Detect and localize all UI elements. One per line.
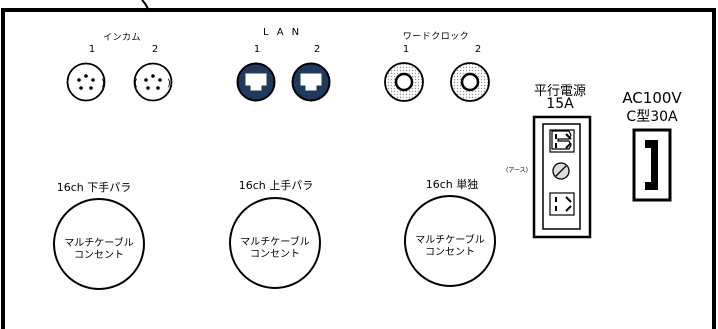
multi-outlet-2-line2: コンセント: [250, 249, 300, 260]
wordclock-port-2-label: 2: [474, 44, 482, 55]
intercom-connector-1: ( ): [66, 62, 106, 102]
multi-outlet-3-label: 16ch 単独: [425, 178, 479, 191]
ac-power-type: C型30A: [626, 109, 678, 125]
lan-connector-2: [291, 62, 331, 102]
svg-text:(: (: [66, 78, 70, 89]
multi-outlet-circle-3: [404, 195, 496, 287]
svg-text:(: (: [134, 78, 138, 89]
intercom-port-1-label: 1: [88, 44, 96, 55]
lan-connector-1: [236, 62, 276, 102]
balanced-power-rating: 15A: [546, 96, 574, 112]
multi-outlet-1-line1: マルチケーブル: [64, 238, 134, 249]
wordclock-connector-1: [384, 62, 424, 102]
multi-outlet-2-label: 16ch 上手パラ: [238, 179, 314, 192]
multi-outlet-circle-1: [53, 198, 145, 290]
panel-frame: [1, 8, 716, 329]
ac100v-outlet: [632, 128, 672, 202]
intercom-port-2-label: 2: [151, 44, 159, 55]
lan-port-2-label: 2: [313, 44, 321, 55]
multi-outlet-2-line1: マルチケーブル: [240, 237, 310, 248]
multi-outlet-1-line2: コンセント: [74, 250, 124, 261]
lan-port-1-label: 1: [253, 44, 261, 55]
multi-outlet-3-line1: マルチケーブル: [415, 235, 485, 246]
lan-title: LAN: [262, 27, 308, 38]
earth-label: (アース): [505, 167, 529, 174]
intercom-title: インカム: [102, 33, 142, 43]
balanced-power-title: 平行電源: [533, 84, 587, 99]
balanced-power-outlet: [532, 115, 592, 239]
cable-line: [141, 0, 150, 13]
intercom-connector-2: ( ): [133, 62, 173, 102]
wordclock-port-1-label: 1: [402, 44, 410, 55]
multi-outlet-1-label: 16ch 下手パラ: [56, 181, 132, 194]
wordclock-title: ワードクロック: [402, 32, 470, 42]
multi-outlet-3-line2: コンセント: [425, 247, 475, 258]
wordclock-connector-2: [450, 62, 490, 102]
multi-outlet-circle-2: [229, 197, 321, 289]
svg-text:): ): [101, 78, 105, 89]
svg-text:): ): [167, 78, 171, 89]
ac-power-voltage: AC100V: [622, 89, 682, 107]
